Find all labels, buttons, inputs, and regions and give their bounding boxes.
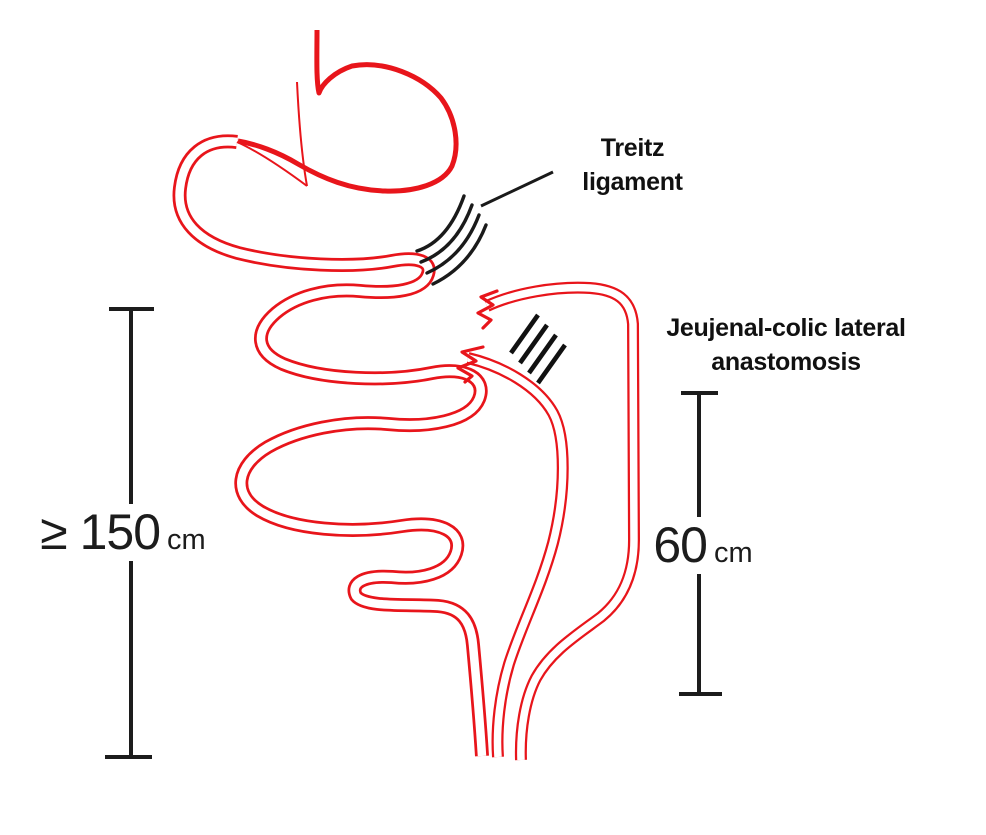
colon-limb (484, 281, 640, 761)
anastomosis-label-line2: anastomosis (711, 348, 861, 376)
suture-marks-icon (509, 313, 567, 385)
cut-end-lower (456, 345, 485, 384)
anastomosis-label-line1: Jeujenal-colic lateral (666, 314, 906, 342)
small-bowel-loops (172, 134, 489, 757)
treitz-label-line1: Treitz (600, 134, 665, 162)
anastomosis-limb (466, 352, 569, 758)
right-measurement-unit: cm (713, 537, 753, 569)
treitz-label-line2: ligament (582, 168, 683, 196)
stomach-outline (236, 29, 459, 194)
treitz-ligament-label: Treitz ligament (545, 131, 720, 199)
cut-end-upper (476, 289, 499, 330)
anastomosis-label: Jeujenal-colic lateral anastomosis (652, 311, 920, 379)
right-measurement-value: 60 (653, 517, 708, 573)
left-measurement-unit: cm (167, 524, 206, 556)
treitz-hatching-icon (415, 194, 488, 286)
left-measurement-value: ≥ 150 (40, 504, 161, 560)
treitz-pointer-line (480, 170, 554, 208)
lesser-curve-line (236, 141, 308, 187)
esophagus-inner-line (296, 81, 308, 187)
